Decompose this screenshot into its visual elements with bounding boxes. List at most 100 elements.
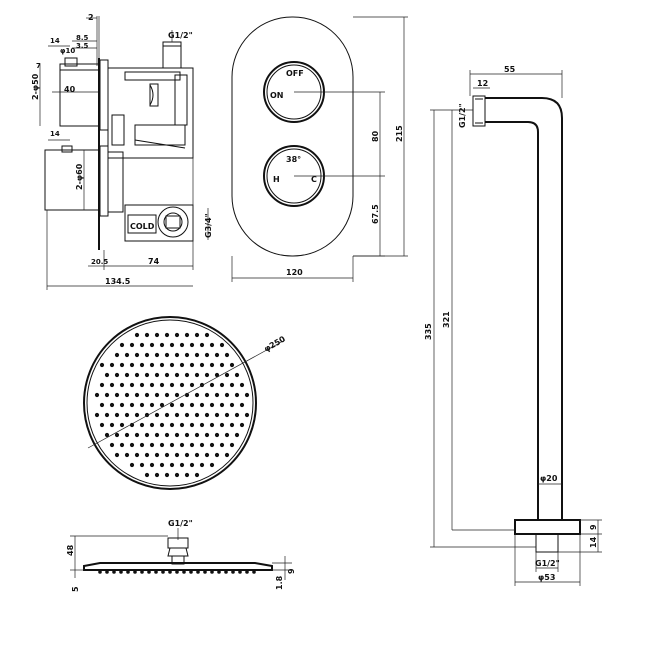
spray-hole	[184, 452, 190, 458]
spray-hole	[219, 422, 225, 428]
spray-hole	[204, 372, 210, 378]
spray-hole	[169, 462, 175, 468]
spray-hole	[119, 422, 125, 428]
spray-hole	[244, 412, 250, 418]
dim-14b: 14	[50, 130, 60, 138]
nozzle	[161, 570, 165, 574]
spray-hole	[129, 422, 135, 428]
dim-5: 5	[71, 586, 80, 592]
dim-2phi60: 2-φ60	[75, 163, 84, 190]
spray-hole	[139, 402, 145, 408]
spray-hole	[224, 452, 230, 458]
spray-hole	[124, 392, 130, 398]
spray-hole	[194, 332, 200, 338]
nozzle	[238, 570, 242, 574]
spray-hole	[154, 472, 160, 478]
spray-hole	[209, 422, 215, 428]
shower-head-top-view: φ250	[83, 316, 287, 490]
nozzle	[224, 570, 228, 574]
nozzle	[252, 570, 256, 574]
spray-hole	[169, 342, 175, 348]
spray-hole	[154, 372, 160, 378]
spray-hole	[224, 432, 230, 438]
dim-120: 120	[286, 268, 303, 277]
spray-hole	[224, 412, 230, 418]
spray-hole	[144, 352, 150, 358]
spray-hole	[224, 352, 230, 358]
spray-hole	[219, 442, 225, 448]
spray-hole	[219, 382, 225, 388]
spray-hole	[234, 412, 240, 418]
spray-hole	[109, 422, 115, 428]
spray-hole	[134, 392, 140, 398]
dim-8-5: 8.5	[76, 34, 89, 42]
spray-hole	[99, 382, 105, 388]
nozzle	[231, 570, 235, 574]
spray-hole	[139, 462, 145, 468]
spray-hole	[134, 352, 140, 358]
spray-hole	[144, 332, 150, 338]
spray-hole	[134, 412, 140, 418]
spray-hole	[179, 402, 185, 408]
spray-hole	[199, 362, 205, 368]
spray-hole	[224, 392, 230, 398]
spray-hole	[99, 402, 105, 408]
spray-hole	[174, 432, 180, 438]
spray-hole	[164, 332, 170, 338]
spray-hole	[94, 392, 100, 398]
spray-hole	[159, 382, 165, 388]
spray-hole	[184, 412, 190, 418]
spray-hole	[119, 442, 125, 448]
spray-hole	[194, 472, 200, 478]
spray-hole	[154, 392, 160, 398]
dim-g12-top: G1/2"	[168, 31, 193, 40]
valve-side-view: 2 8.5 3.5 14 φ10 7 G1/2" 2-φ50 40 14	[31, 13, 213, 290]
spray-hole	[159, 442, 165, 448]
spray-hole	[194, 432, 200, 438]
spray-hole	[189, 402, 195, 408]
spray-hole	[229, 362, 235, 368]
dim-80: 80	[371, 130, 380, 142]
spray-hole	[214, 452, 220, 458]
dim-335: 335	[424, 323, 433, 340]
spray-hole	[129, 442, 135, 448]
spray-hole	[174, 332, 180, 338]
spray-hole	[139, 442, 145, 448]
spray-hole	[109, 362, 115, 368]
spray-hole	[164, 372, 170, 378]
spray-hole	[209, 462, 215, 468]
spray-hole	[224, 372, 230, 378]
spray-hole	[134, 332, 140, 338]
spray-hole	[174, 352, 180, 358]
dim-215: 215	[395, 125, 404, 142]
spray-hole	[229, 422, 235, 428]
spray-hole	[104, 412, 110, 418]
label-c: C	[311, 175, 317, 184]
spray-hole	[194, 352, 200, 358]
spray-hole	[149, 402, 155, 408]
spray-hole	[144, 372, 150, 378]
spray-holes	[94, 332, 250, 478]
spray-hole	[159, 402, 165, 408]
dim-48: 48	[66, 544, 75, 556]
spray-hole	[189, 382, 195, 388]
spray-hole	[204, 452, 210, 458]
spray-hole	[119, 342, 125, 348]
dim-2: 2	[88, 13, 94, 22]
spray-hole	[164, 432, 170, 438]
dim-74: 74	[148, 257, 160, 266]
spray-hole	[194, 372, 200, 378]
nozzle	[126, 570, 130, 574]
spray-hole	[214, 372, 220, 378]
spray-hole	[99, 362, 105, 368]
spray-hole	[199, 442, 205, 448]
label-cold: COLD	[130, 222, 155, 231]
spray-hole	[164, 472, 170, 478]
spray-hole	[209, 342, 215, 348]
spray-hole	[184, 352, 190, 358]
dim-g12-arm-bot: G1/2"	[535, 559, 560, 568]
dim-1-8: 1.8	[275, 575, 284, 590]
spray-hole	[189, 442, 195, 448]
label-h: H	[273, 175, 280, 184]
spray-hole	[154, 452, 160, 458]
